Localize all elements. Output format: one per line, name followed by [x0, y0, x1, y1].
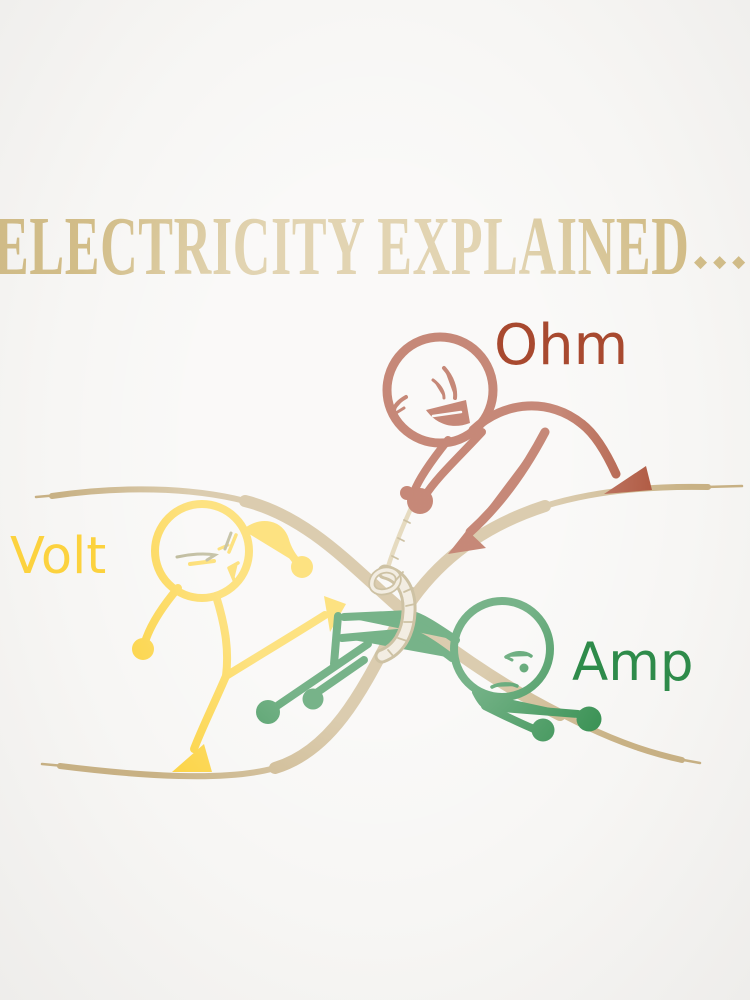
amp-label: Amp: [572, 632, 694, 693]
amp-legs: [256, 640, 372, 724]
rope-knot: [368, 519, 417, 664]
volt-legs: [172, 596, 346, 772]
ohm-face: [392, 366, 470, 426]
ohm-back: [468, 401, 587, 435]
page-title-ellipsis: ◆◆◆◆: [694, 252, 750, 272]
volt-face-accent: [175, 531, 233, 562]
knot-hatching: [387, 519, 416, 658]
amp-trailing-limbs: [472, 688, 602, 742]
ohm-arms: [400, 428, 486, 514]
amp-face: [490, 651, 533, 689]
ohm-legs: [448, 419, 652, 554]
volt-body: [212, 592, 232, 680]
volt-head: [151, 500, 253, 602]
page-title-text: ELECTRICITY EXPLAINED: [0, 205, 690, 293]
volt-label: Volt: [10, 527, 107, 586]
page-title: ELECTRICITY EXPLAINED: [0, 205, 750, 295]
ohm-label: Ohm: [494, 313, 629, 378]
volt-face: [188, 533, 240, 582]
ohm-figure: [382, 332, 652, 554]
volt-arms: [132, 521, 313, 660]
volt-figure: [132, 500, 346, 772]
ohm-head: [382, 332, 498, 448]
pull-rope: [383, 503, 415, 577]
amp-head: [450, 597, 554, 701]
